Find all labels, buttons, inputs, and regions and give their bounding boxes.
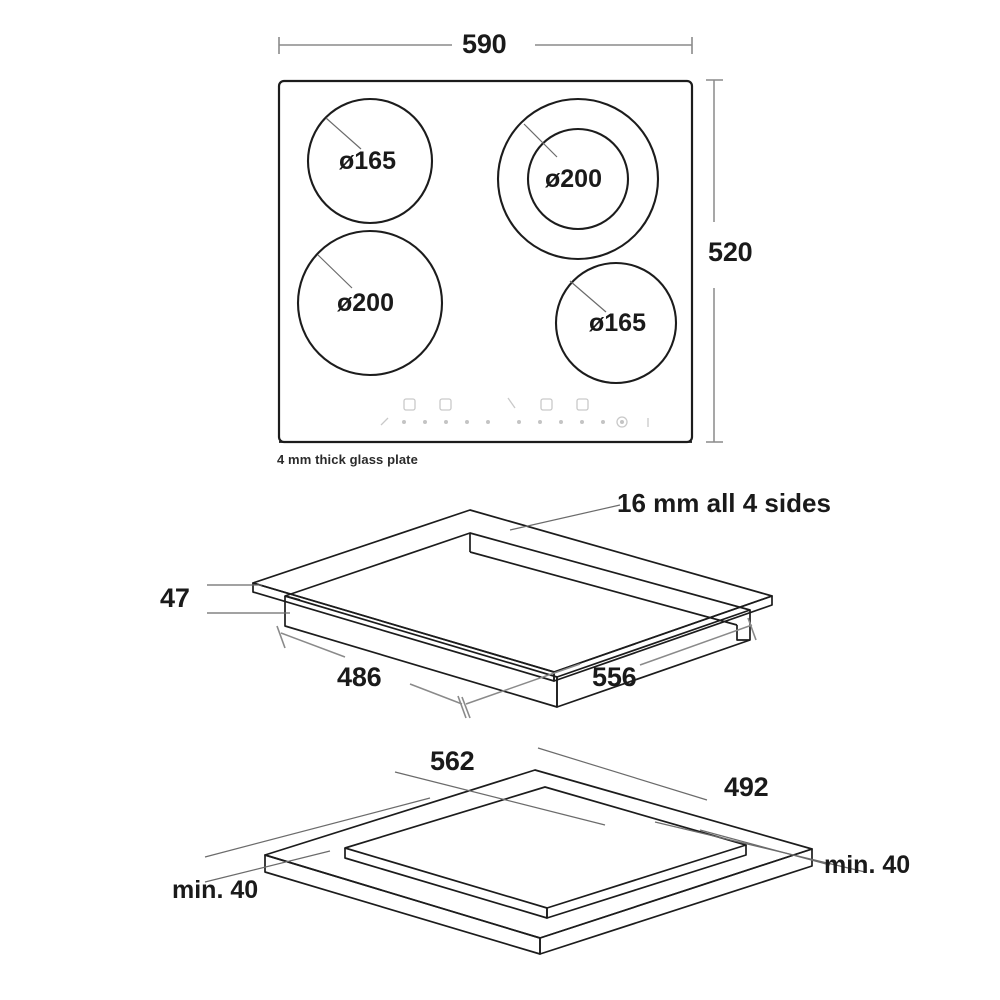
slider-dot[interactable]	[465, 420, 469, 424]
flange-right-edge	[553, 595, 773, 682]
dim-label-height-520: 520	[708, 237, 753, 267]
dim-486-line-a	[280, 632, 346, 658]
burner-label-rear-right: ø200	[545, 165, 602, 193]
control-icon-3[interactable]	[507, 397, 516, 409]
slider-dot[interactable]	[580, 420, 584, 424]
clearance-label-left: min. 40	[172, 876, 259, 904]
body-left-corner-edge	[284, 595, 301, 601]
burner-rear-left	[306, 97, 434, 225]
dim-556-line-b	[639, 624, 753, 666]
dim-label-492: 492	[724, 772, 769, 802]
dim-label-486: 486	[337, 662, 382, 692]
leader-front-right	[569, 280, 607, 313]
dim-556-tick-right	[747, 617, 757, 641]
power-icon-center	[620, 420, 624, 424]
dim-486-tick-left	[276, 625, 286, 649]
control-panel-icons	[403, 397, 589, 411]
dim-556-tick-left	[461, 696, 471, 719]
burner-label-rear-left: ø165	[339, 147, 396, 175]
body-top-rim	[284, 532, 751, 678]
dim-label-width-590: 590	[462, 29, 507, 59]
middle-view-group	[207, 504, 773, 719]
leader-492-b	[654, 821, 866, 873]
leader-rear-left	[325, 117, 362, 150]
control-icon-2[interactable]	[439, 398, 452, 411]
top-view-group	[277, 37, 723, 444]
dim-label-562: 562	[430, 746, 475, 776]
slider-dot[interactable]	[486, 420, 490, 424]
leader-562	[394, 771, 606, 826]
note-flange-16mm: 16 mm all 4 sides	[617, 488, 831, 518]
cutout-right-wall	[546, 845, 747, 919]
control-icon-5[interactable]	[576, 398, 589, 411]
slider-dot[interactable]	[423, 420, 427, 424]
body-rear-inner-edge	[469, 551, 738, 626]
cutout-left-wall	[344, 848, 548, 919]
leader-min40-left	[204, 850, 331, 883]
leader-rear-right	[523, 123, 558, 158]
slider-dot[interactable]	[402, 420, 406, 424]
slider-dot[interactable]	[517, 420, 521, 424]
leader-min40-right	[699, 829, 831, 866]
clearance-label-right: min. 40	[824, 851, 911, 879]
slider-dot[interactable]	[601, 420, 605, 424]
control-icon-1[interactable]	[403, 398, 416, 411]
burner-front-left	[296, 229, 444, 377]
body-right-wall	[556, 610, 751, 708]
burner-label-front-left: ø200	[337, 289, 394, 317]
dim-486-tick-right	[457, 695, 467, 719]
worktop-front-right-edge	[539, 848, 813, 955]
power-icon[interactable]	[616, 416, 628, 428]
leader-front-left	[317, 254, 353, 289]
slider-start-icon[interactable]	[380, 417, 389, 426]
burner-front-right	[554, 261, 678, 385]
bottom-view-group	[204, 747, 866, 955]
dim-486-line-b	[409, 683, 463, 705]
leader-16mm	[509, 504, 621, 531]
note-glass-plate: 4 mm thick glass plate	[277, 452, 418, 467]
slider-dot[interactable]	[538, 420, 542, 424]
control-panel-slider	[380, 416, 649, 428]
slider-dot[interactable]	[444, 420, 448, 424]
dim-label-depth-47: 47	[160, 583, 190, 613]
control-icon-4[interactable]	[540, 398, 553, 411]
slider-dot[interactable]	[559, 420, 563, 424]
flange-top-face	[252, 509, 773, 673]
dim-label-556: 556	[592, 662, 637, 692]
cooktop-glass-outline	[277, 79, 694, 444]
burner-label-front-right: ø165	[589, 309, 646, 337]
burner-rear-right-outer	[496, 97, 660, 261]
burner-rear-right-inner	[526, 127, 630, 231]
leader-562-b	[204, 797, 431, 858]
leader-492	[537, 747, 708, 801]
dim-556-line-a	[465, 663, 581, 705]
